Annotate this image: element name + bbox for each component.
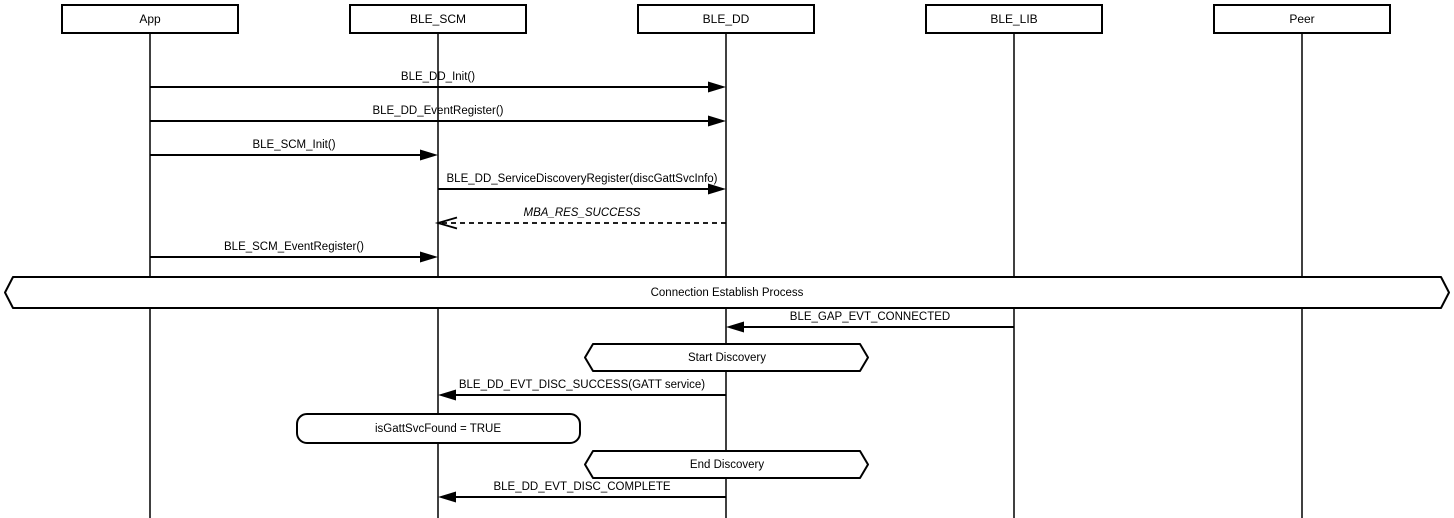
label-ble-dd-init: BLE_DD_Init() (400, 71, 476, 83)
participant-app-label: App (139, 12, 161, 26)
isgattsvcfound-label: isGattSvcFound = TRUE (374, 423, 502, 435)
participant-peer-label: Peer (1289, 12, 1315, 26)
participant-ble-lib: BLE_LIB (925, 4, 1103, 34)
arrow-mba-res-success (434, 216, 726, 230)
start-discovery-shape (584, 343, 869, 372)
label-mba-res-success: MBA_RES_SUCCESS (523, 207, 641, 219)
isgattsvcfound-shape (296, 413, 581, 444)
label-ble-gap-evt-connected: BLE_GAP_EVT_CONNECTED (789, 311, 951, 323)
end-discovery-label: End Discovery (689, 459, 765, 471)
participant-ble-dd-label: BLE_DD (702, 12, 750, 26)
label-ble-dd-evt-disc-complete: BLE_DD_EVT_DISC_COMPLETE (493, 481, 671, 493)
label-ble-scm-init: BLE_SCM_Init() (252, 139, 336, 151)
arrow-ble-scm-event-register (150, 251, 438, 263)
arrow-ble-gap-evt-connected (726, 321, 1014, 333)
arrow-ble-scm-init (150, 149, 438, 161)
label-ble-dd-event-register: BLE_DD_EventRegister() (372, 105, 504, 117)
participant-ble-scm: BLE_SCM (349, 4, 527, 34)
participant-peer: Peer (1213, 4, 1391, 34)
participant-ble-dd: BLE_DD (637, 4, 815, 34)
arrow-ble-dd-service-discovery-register (438, 183, 726, 195)
arrow-ble-dd-evt-disc-success (438, 389, 726, 401)
arrow-ble-dd-evt-disc-complete (438, 491, 726, 503)
label-ble-dd-service-discovery-register: BLE_DD_ServiceDiscoveryRegister(discGatt… (446, 173, 718, 185)
arrow-ble-dd-init (150, 81, 726, 93)
start-discovery-label: Start Discovery (688, 352, 766, 364)
participant-app: App (61, 4, 239, 34)
message-arrows (150, 81, 1014, 503)
end-discovery-shape (584, 450, 869, 479)
label-ble-scm-event-register: BLE_SCM_EventRegister() (224, 241, 364, 253)
label-ble-dd-evt-disc-success: BLE_DD_EVT_DISC_SUCCESS(GATT service) (458, 379, 706, 391)
participant-ble-scm-label: BLE_SCM (409, 12, 467, 26)
connection-establish-band-shape (4, 276, 1450, 309)
arrow-ble-dd-event-register (150, 115, 726, 127)
participant-ble-lib-label: BLE_LIB (990, 12, 1038, 26)
connection-establish-band-label: Connection Establish Process (650, 287, 804, 299)
